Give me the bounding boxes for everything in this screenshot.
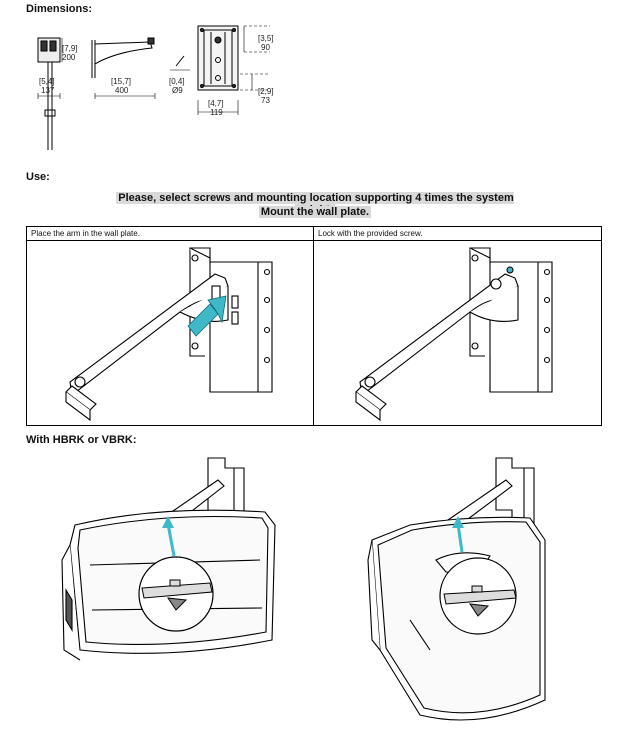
- arm-front-view-drawing: [37, 25, 270, 150]
- table-header-divider: [26, 240, 602, 241]
- step1-caption: Place the arm in the wall plate.: [31, 229, 140, 238]
- dim-height-in: [7,9]: [62, 44, 78, 53]
- hbrk-heading: With HBRK or VBRK:: [26, 434, 137, 446]
- use-heading: Use:: [26, 171, 50, 183]
- dimension-drawings: [7,9] 200 [5,4] 137 [15,7] 400 [0,4] Ø9 …: [0, 0, 627, 170]
- dim-arm-length-mm: 400: [115, 86, 129, 95]
- dim-lower-spacing-in: [2,9]: [258, 87, 274, 96]
- dim-height-mm: 200: [62, 53, 76, 62]
- step2-caption: Lock with the provided screw.: [318, 229, 423, 238]
- dim-width-in: [5,4]: [39, 77, 55, 86]
- dim-width-mm: 137: [41, 86, 55, 95]
- mount-instruction: Mount the wall plate.: [100, 206, 530, 218]
- use-steps-table: [26, 226, 602, 426]
- dim-pin-in: [0,4]: [169, 77, 185, 86]
- dim-arm-length-in: [15,7]: [111, 77, 132, 86]
- dim-hole-spacing-mm: 90: [261, 43, 270, 52]
- table-column-divider: [313, 226, 314, 426]
- dim-pin-mm: Ø9: [172, 86, 183, 95]
- dim-hole-spacing-in: [3,5]: [258, 34, 274, 43]
- dim-plate-width-mm: 119: [210, 108, 223, 117]
- dim-plate-width-in: [4,7]: [208, 99, 224, 108]
- dim-lower-spacing-mm: 73: [261, 96, 270, 105]
- mount-instruction-text: Mount the wall plate.: [258, 206, 372, 218]
- dimensions-heading: Dimensions:: [26, 3, 93, 15]
